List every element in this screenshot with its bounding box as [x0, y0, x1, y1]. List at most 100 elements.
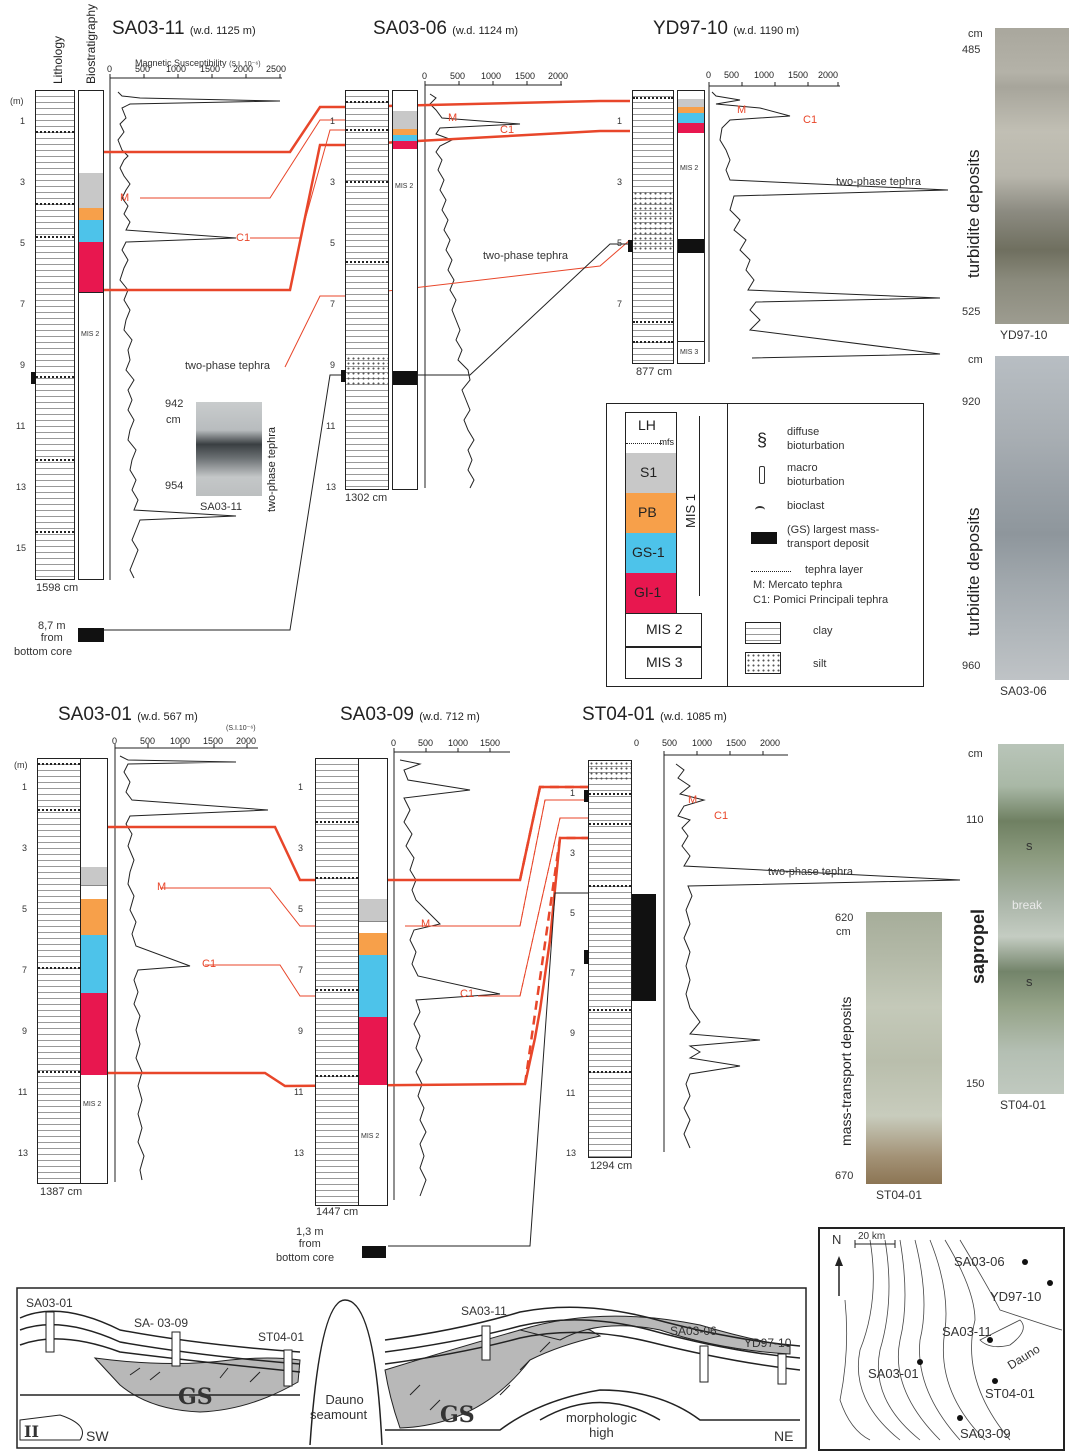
- photo-top: 110: [966, 814, 984, 826]
- sapropel-s-label: s: [1026, 838, 1033, 853]
- mtd-marker: [584, 790, 589, 802]
- section-core-label: SA- 03-09: [134, 1316, 189, 1330]
- lithology-column-sa0301: [37, 758, 81, 1184]
- photo-top: 920: [962, 396, 981, 408]
- photo-unit: cm: [836, 926, 851, 938]
- diffuse-bioturbation-icon: §: [757, 430, 768, 450]
- biostratigraphy-column-yd9710: MIS 2 MIS 3: [677, 90, 705, 364]
- map-site: SA03-11: [942, 1324, 992, 1339]
- sw-label: SW: [86, 1428, 109, 1444]
- photo-unit: cm: [968, 354, 983, 366]
- tephra-c1-label: C1: [236, 232, 251, 244]
- core-title-sa0311: SA03-11 (w.d. 1125 m): [112, 18, 256, 40]
- inset-side-label: two-phase tephra: [266, 427, 278, 512]
- tephra-core-photo: [196, 402, 262, 496]
- tephra-c1-label: C1: [500, 124, 515, 136]
- map-site: SA03-01: [868, 1366, 919, 1381]
- core-length: 1598 cm: [36, 582, 79, 594]
- tephra-c1-label: C1: [803, 114, 818, 126]
- clay-pattern-icon: [745, 622, 781, 644]
- lithology-column-yd9710: [632, 90, 674, 364]
- largest-mtd-block: [78, 628, 104, 642]
- legend-item: (GS) largest mass-: [787, 524, 880, 536]
- section-core-label: YD97-10: [744, 1336, 792, 1350]
- section-core-label: SA03-06: [670, 1324, 717, 1338]
- biostratigraphy-column-sa0311: MIS 2: [78, 90, 104, 580]
- lithology-header: Lithology: [51, 35, 65, 84]
- silt-pattern-icon: [745, 652, 781, 674]
- photo-caption: ST04-01: [1000, 1098, 1047, 1112]
- tephra-m-label: M: [421, 918, 431, 930]
- legend-mfs: mfs: [659, 437, 675, 447]
- section-core-label: ST04-01: [258, 1330, 305, 1344]
- photo-caption: ST04-01: [876, 1188, 923, 1202]
- photo-caption: YD97-10: [1000, 328, 1048, 342]
- legend-mis1: MIS 1: [683, 494, 698, 528]
- photo-side-label: turbidite deposits: [964, 507, 983, 636]
- tephra-layer-icon: [751, 571, 791, 572]
- core-length: 1447 cm: [316, 1206, 359, 1218]
- legend-mis2: MIS 2: [646, 621, 683, 637]
- legend-column: LH mfs S1 PB GS-1 GI-1 MIS 2 MIS 3: [625, 412, 702, 679]
- core-title-sa0309: SA03-09 (w.d. 712 m): [340, 704, 480, 725]
- legend-pb: PB: [638, 504, 657, 520]
- lithology-column-st0401: [588, 760, 632, 1158]
- legend-gi1: GI-1: [634, 584, 662, 600]
- legend-item: C1: Pomici Principali tephra: [753, 594, 889, 606]
- bottom-note-line: bottom core: [276, 1252, 335, 1264]
- legend-item: silt: [813, 658, 827, 670]
- biostratigraphy-column-sa0309: MIS 2: [358, 758, 388, 1206]
- ne-label: NE: [774, 1428, 794, 1444]
- legend-item: bioturbation: [787, 440, 845, 452]
- unit-ii-label: II: [24, 1422, 39, 1441]
- break-label: break: [1012, 898, 1043, 912]
- mtd-marker: [628, 240, 633, 252]
- biostratigraphy-header: Biostratigraphy: [84, 3, 98, 84]
- legend-mis3: MIS 3: [646, 654, 683, 670]
- lithology-column-sa0309: [315, 758, 359, 1206]
- two-phase-tephra-label: two-phase tephra: [185, 360, 270, 372]
- inset-unit: cm: [166, 414, 181, 426]
- photo-unit: cm: [968, 748, 983, 760]
- map-site: ST04-01: [985, 1386, 1035, 1401]
- two-phase-tephra-label: two-phase tephra: [483, 250, 568, 262]
- section-core-label: SA03-01: [26, 1296, 73, 1310]
- core-length: 877 cm: [636, 366, 673, 378]
- map-site: YD97-10: [990, 1289, 1042, 1304]
- mtd-marker: [341, 370, 346, 382]
- photo-bottom: 525: [962, 306, 981, 318]
- legend-item: transport deposit: [787, 538, 869, 550]
- core-name: SA03-11: [112, 18, 185, 39]
- sapropel-s-label: s: [1026, 974, 1033, 989]
- biostratigraphy-column-sa0301: MIS 2: [80, 758, 108, 1184]
- tephra-m-label: M: [448, 112, 458, 124]
- section-core-label: SA03-11: [461, 1304, 507, 1318]
- map-site: SA03-06: [954, 1254, 1005, 1269]
- macro-bioturbation-icon: [759, 466, 765, 484]
- photo-side-label: turbidite deposits: [964, 149, 983, 278]
- core-photo-yd9710: [995, 28, 1069, 324]
- ms-axis-title: Magnetic Susceptibility (S.I. 10⁻⁶): [135, 58, 261, 68]
- legend-item: bioclast: [787, 500, 825, 512]
- gs-label: GS: [440, 1402, 475, 1428]
- core-length: 1294 cm: [590, 1160, 633, 1172]
- core-photo-sa0306: [995, 356, 1069, 680]
- photo-unit: cm: [968, 28, 983, 40]
- bioclast-icon: [755, 506, 765, 514]
- north-arrow-icon: N: [832, 1232, 842, 1247]
- tick-label: 2500: [266, 64, 287, 74]
- lithology-column-sa0306: [345, 90, 389, 490]
- legend-item: M: Mercato tephra: [753, 579, 843, 591]
- tick-label: 0: [107, 64, 113, 74]
- mtd-marker: [31, 372, 36, 384]
- two-phase-tephra-label: two-phase tephra: [836, 176, 921, 188]
- legend-item: tephra layer: [805, 564, 864, 576]
- core-title-yd9710: YD97-10 (w.d. 1190 m): [653, 18, 800, 39]
- two-phase-tephra-label: two-phase tephra: [768, 866, 853, 878]
- gs-label: GS: [178, 1384, 213, 1410]
- core-photo-st0401-mtd: [866, 912, 942, 1184]
